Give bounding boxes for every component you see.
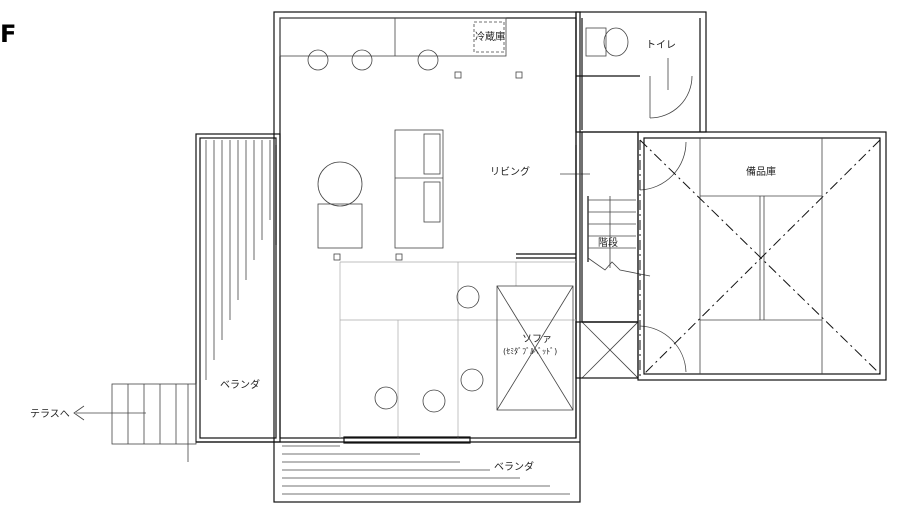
veranda-bottom xyxy=(196,436,580,495)
sofa-note: (ｾﾐﾀﾞﾌﾞﾙﾍﾞｯﾄﾞ) xyxy=(503,347,557,356)
living-furniture xyxy=(317,129,590,261)
fridge-label: 冷蔵庫 xyxy=(475,30,505,43)
to-terrace-label: テラスへ xyxy=(30,408,70,420)
kitchen-counter xyxy=(279,17,523,79)
veranda-left xyxy=(195,133,281,443)
storage-area xyxy=(637,131,887,381)
terrace-steps xyxy=(73,383,197,462)
veranda-left-label: ベランダ xyxy=(220,378,260,391)
sofa-bed xyxy=(496,285,574,411)
veranda-bottom-label: ベランダ xyxy=(494,460,534,473)
stairs-label: 階段 xyxy=(598,236,618,249)
main-walls xyxy=(273,11,707,503)
living-label: リビング xyxy=(490,165,530,178)
toilet-fixture xyxy=(585,27,693,119)
toilet-label: トイレ xyxy=(646,40,676,51)
floor-grid xyxy=(339,261,576,438)
floor-label: F xyxy=(0,20,16,48)
sofa-label: ソファ xyxy=(522,334,552,345)
storage-label: 備品庫 xyxy=(746,165,776,178)
